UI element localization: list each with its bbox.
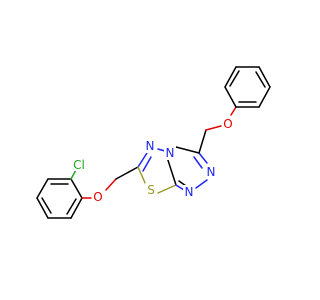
chlorophenyl-ring — [36, 178, 83, 219]
bond — [70, 178, 83, 199]
bond — [258, 86, 271, 108]
atom-label-n: N — [207, 165, 216, 179]
atom-nitrogen-triazole-lower: N — [183, 185, 195, 199]
bond — [66, 198, 77, 215]
bond — [142, 156, 152, 172]
bond — [41, 197, 52, 214]
bond — [137, 166, 147, 186]
bond-to-chlorine — [70, 169, 77, 180]
bond-ch2-to-thiadiazole — [115, 166, 139, 180]
bond — [175, 184, 185, 191]
bond-oxygen-to-ch2 — [105, 178, 117, 191]
bond — [137, 152, 148, 168]
bond — [229, 70, 240, 87]
bond — [224, 66, 237, 88]
atom-nitrogen-bridge: N — [164, 146, 176, 160]
bond — [230, 106, 237, 116]
atom-sulfur: S — [145, 183, 157, 197]
bond — [157, 148, 166, 152]
bond — [175, 146, 200, 154]
atom-label-n: N — [185, 185, 194, 199]
bond — [224, 86, 237, 108]
atom-label-n: N — [166, 146, 175, 160]
atom-nitrogen-triazole-upper: N — [205, 165, 217, 179]
atom-label-o-left: O — [93, 190, 102, 204]
atom-label-cl: Cl — [73, 158, 85, 172]
atom-label-n: N — [146, 139, 155, 153]
bond-triazole-to-ch2 — [198, 129, 207, 154]
atom-oxygen-right: O — [222, 117, 234, 131]
atom-oxygen-left: O — [92, 190, 104, 204]
bond — [70, 197, 83, 219]
bond — [193, 156, 203, 169]
bond — [195, 179, 208, 189]
atom-nitrogen-thiadiazole: N — [144, 139, 156, 153]
bond — [258, 66, 271, 88]
bond — [157, 184, 177, 194]
chemical-structure-diagram: Cl O S N N N N O — [36, 66, 271, 219]
phenyl-ring — [224, 66, 271, 116]
bond-ch2-to-oxygen — [205, 125, 222, 131]
bond — [36, 178, 49, 199]
atom-label-o-right: O — [223, 117, 232, 131]
bond — [255, 71, 266, 88]
bond — [36, 197, 49, 219]
atom-chlorine: Cl — [70, 157, 88, 172]
bond — [198, 152, 208, 164]
atom-label-s: S — [147, 183, 155, 197]
